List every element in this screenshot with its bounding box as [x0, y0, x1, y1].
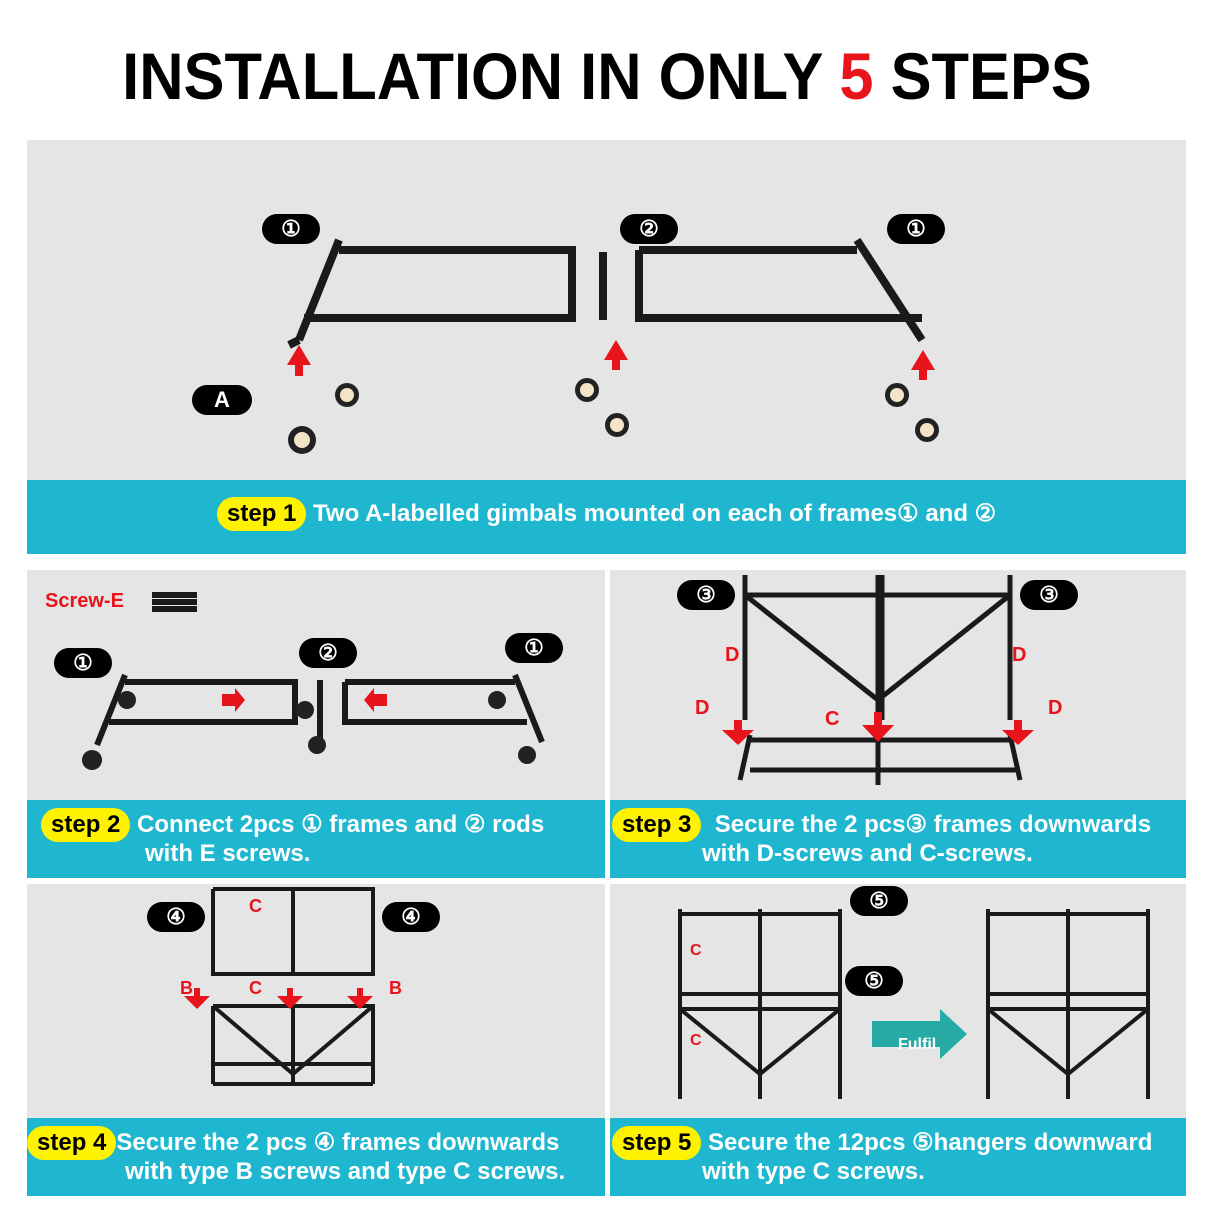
step5-caption-bar: step 5 Secure the 12pcs ⑤hangers downwar…	[610, 1118, 1186, 1196]
screw-d-label: D	[1012, 644, 1027, 666]
part-label-4: ④	[147, 902, 205, 932]
step3-panel: ③ ③ D D D D C	[610, 570, 1186, 800]
step-text-line1: Connect 2pcs ① frames and ② rods	[137, 811, 545, 838]
step-text-line1: Secure the 2 pcs③ frames downwards	[714, 811, 1152, 838]
screw-d-label: D	[725, 644, 740, 666]
step2-panel: Screw-E ① ② ①	[27, 570, 605, 800]
step-text-line1: Secure the 2 pcs ④ frames downwards	[116, 1129, 560, 1156]
part-label-4: ④	[382, 902, 440, 932]
step1-caption-bar: step 1 Two A-labelled gimbals mounted on…	[27, 480, 1186, 554]
step4-diagram	[184, 887, 375, 1086]
screw-d-label: D	[1048, 697, 1063, 719]
part-label-a: A	[192, 385, 252, 415]
part-label-1: ①	[505, 633, 563, 663]
step-text: Two A-labelled gimbals mounted on each o…	[313, 500, 997, 527]
step4-panel: ④ ④ C B C B	[27, 884, 605, 1118]
step1-panel: ① ② ① A	[27, 140, 1186, 480]
fulfil-label: Fulfil	[898, 1036, 937, 1053]
step1-diagram	[287, 237, 939, 454]
title-suffix: STEPS	[873, 39, 1092, 113]
step2-diagram	[82, 592, 545, 770]
part-label-5: ⑤	[845, 966, 903, 996]
title-prefix: INSTALLATION IN ONLY	[122, 39, 840, 113]
fulfil-arrow	[872, 1009, 967, 1059]
step-badge: step 4	[27, 1126, 117, 1160]
part-label-2: ②	[299, 638, 357, 668]
part-label-3: ③	[1020, 580, 1078, 610]
screw-c-label: C	[825, 708, 840, 730]
screw-c-label: C	[249, 978, 262, 998]
screw-c-label: C	[690, 942, 702, 959]
screw-b-label: B	[389, 978, 402, 998]
screw-e-label: Screw-E	[45, 590, 124, 612]
step-text-line2: with E screws.	[145, 840, 311, 867]
step5-diagram	[678, 909, 1150, 1099]
step-badge: step 5	[612, 1126, 702, 1160]
step-badge: step 3	[612, 808, 702, 842]
step-text-line2: with D-screws and C-screws.	[702, 840, 1033, 867]
step-text-line1: Secure the 12pcs ⑤hangers downward	[708, 1129, 1153, 1156]
screw-d-label: D	[695, 697, 710, 719]
part-label-1: ①	[54, 648, 112, 678]
part-label-1: ①	[262, 214, 320, 244]
part-label-3: ③	[677, 580, 735, 610]
step-text-line2: with type C screws.	[702, 1158, 925, 1185]
step3-caption-bar: step 3 Secure the 2 pcs③ frames downward…	[610, 800, 1186, 878]
screw-c-label: C	[690, 1032, 702, 1049]
screw-b-label: B	[180, 978, 193, 998]
step2-caption-bar: step 2 Connect 2pcs ① frames and ② rods …	[27, 800, 605, 878]
title-number: 5	[839, 39, 874, 113]
screw-c-label: C	[249, 896, 262, 916]
step-text-line2: with type B screws and type C screws.	[125, 1158, 566, 1185]
step3-diagram	[722, 575, 1034, 785]
step5-panel: ⑤ ⑤ C C Fulfil	[610, 884, 1186, 1118]
part-label-2: ②	[620, 214, 678, 244]
page-title: INSTALLATION IN ONLY 5 STEPS	[42, 38, 1171, 114]
part-label-1: ①	[887, 214, 945, 244]
step-badge: step 1	[217, 497, 307, 531]
step-badge: step 2	[41, 808, 131, 842]
part-label-5: ⑤	[850, 886, 908, 916]
